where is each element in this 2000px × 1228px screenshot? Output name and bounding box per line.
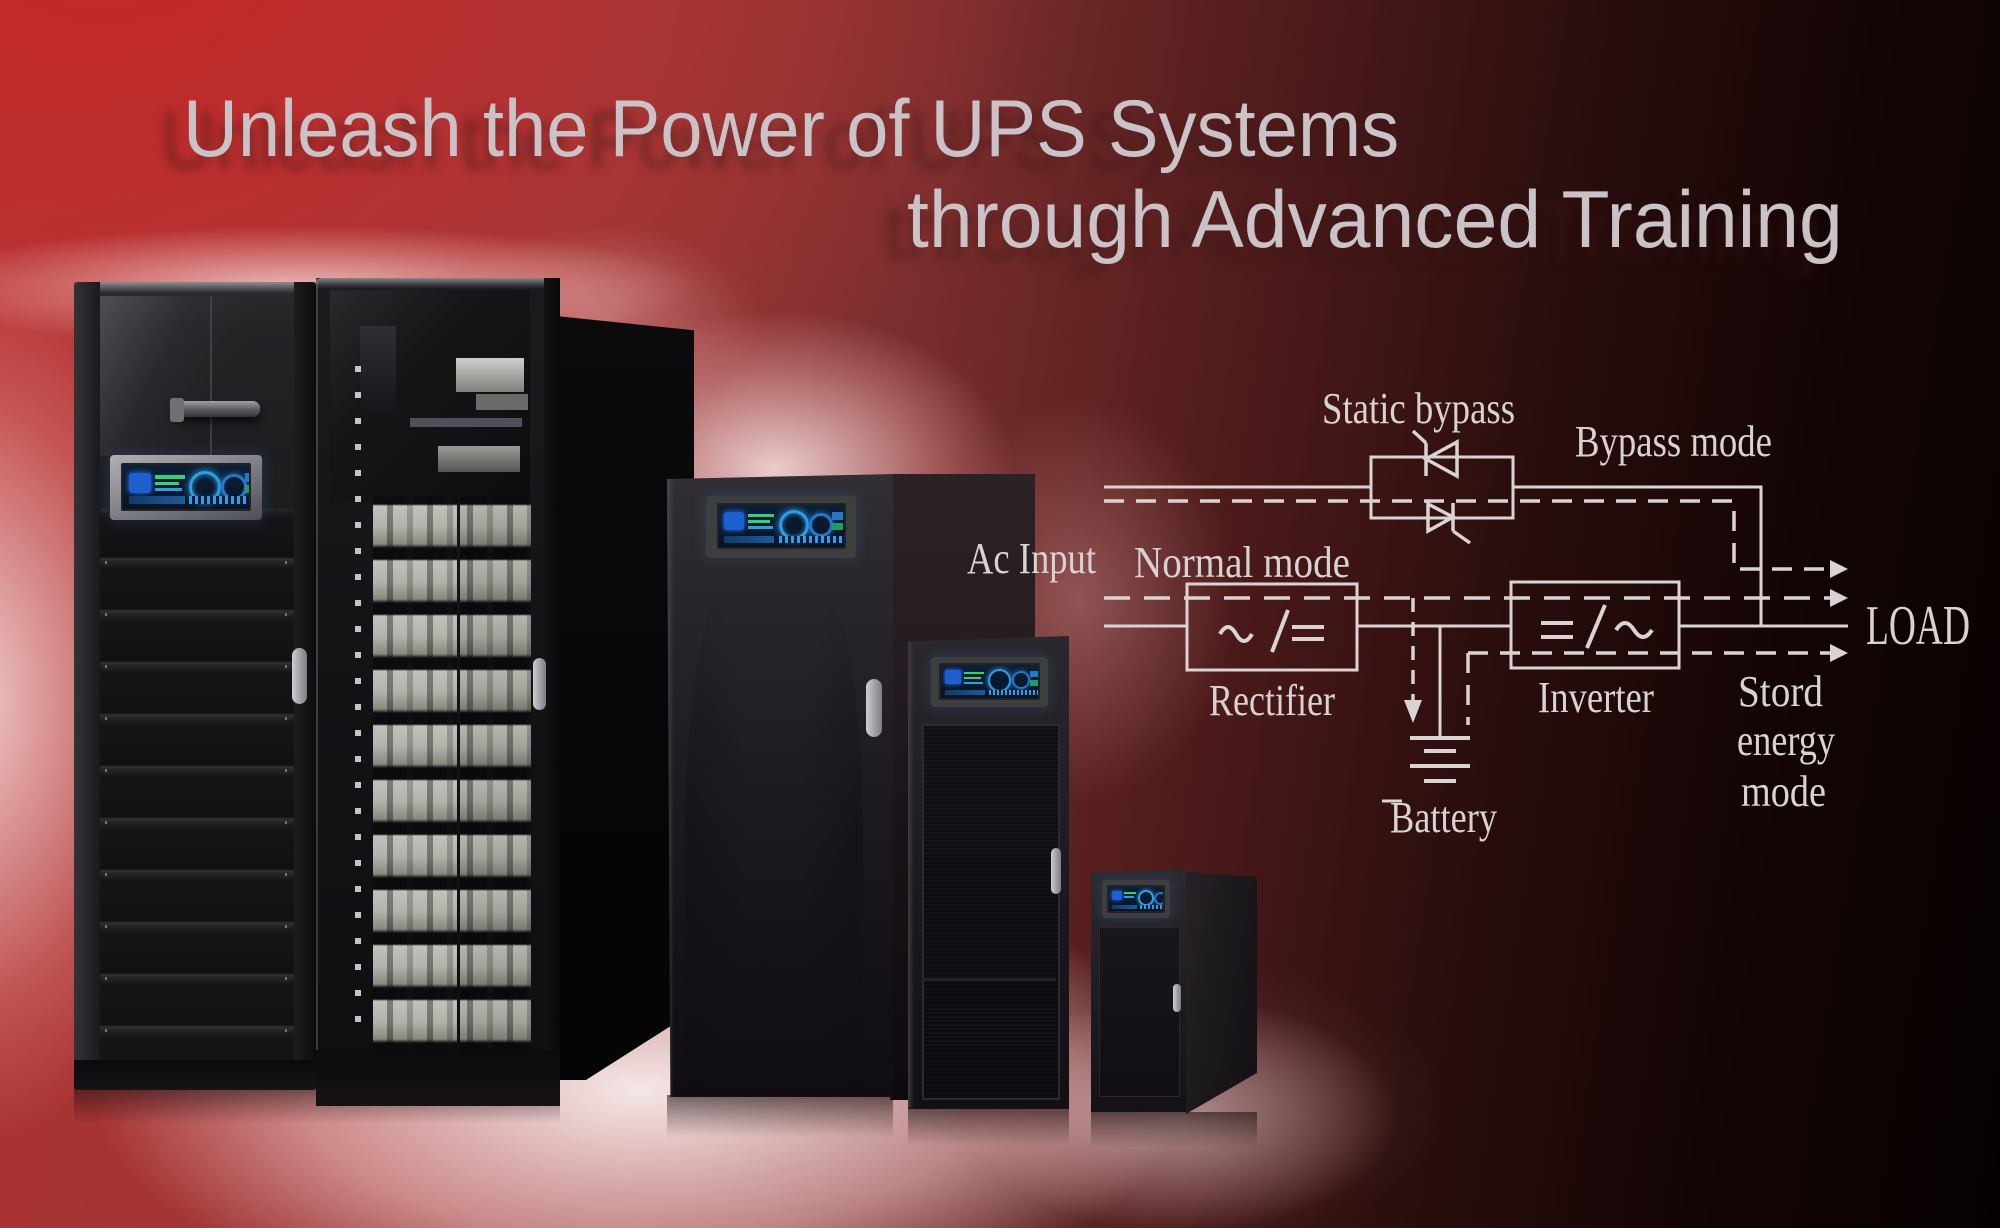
svg-text:Stord: Stord bbox=[1738, 667, 1823, 716]
svg-text:Ac Input: Ac Input bbox=[967, 534, 1096, 583]
svg-text:mode: mode bbox=[1741, 767, 1826, 816]
svg-text:Static bypass: Static bypass bbox=[1322, 384, 1515, 433]
svg-text:Rectifier: Rectifier bbox=[1209, 676, 1335, 725]
svg-text:Inverter: Inverter bbox=[1538, 673, 1654, 722]
svg-text:energy: energy bbox=[1737, 716, 1835, 765]
svg-text:Normal mode: Normal mode bbox=[1134, 538, 1350, 587]
svg-text:LOAD: LOAD bbox=[1866, 595, 1970, 657]
svg-text:Bypass mode: Bypass mode bbox=[1575, 417, 1772, 466]
svg-text:Battery: Battery bbox=[1390, 793, 1497, 842]
